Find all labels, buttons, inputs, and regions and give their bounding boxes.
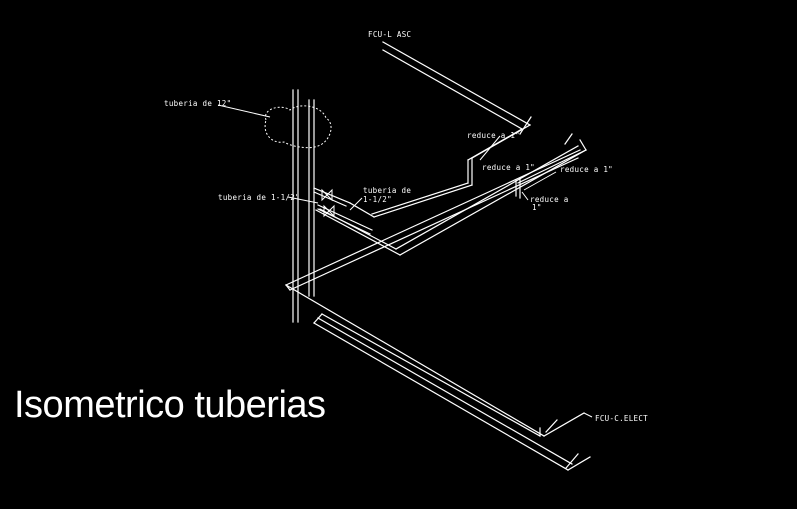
label-fcu-elect: FCU-C.ELECT: [595, 414, 648, 423]
valve-symbols: [317, 188, 373, 235]
label-reduce-d-line2: 1": [532, 203, 542, 212]
label-reduce-b: reduce a 1": [482, 163, 535, 172]
label-reduce-d-line1: reduce a: [530, 195, 569, 204]
lower-pipe-run: [285, 149, 591, 471]
vertical-riser: [292, 89, 315, 323]
label-fcu-asc: FCU-L ASC: [368, 30, 411, 39]
label-tuberia-112-left: tuberia de 1-1/2": [218, 193, 300, 202]
middle-pipe-run: [315, 133, 587, 256]
label-tuberia-112-line2: 1-1/2": [363, 195, 392, 204]
drawing-title: Isometrico tuberias: [14, 384, 326, 426]
label-reduce-a: reduce a 1": [467, 131, 520, 140]
label-tuberia-112-line1: tuberia de: [363, 186, 411, 195]
leader-lines: [217, 104, 593, 418]
label-reduce-c: reduce a 1": [560, 165, 613, 174]
label-tuberia-12: tuberia de 12": [164, 99, 231, 108]
